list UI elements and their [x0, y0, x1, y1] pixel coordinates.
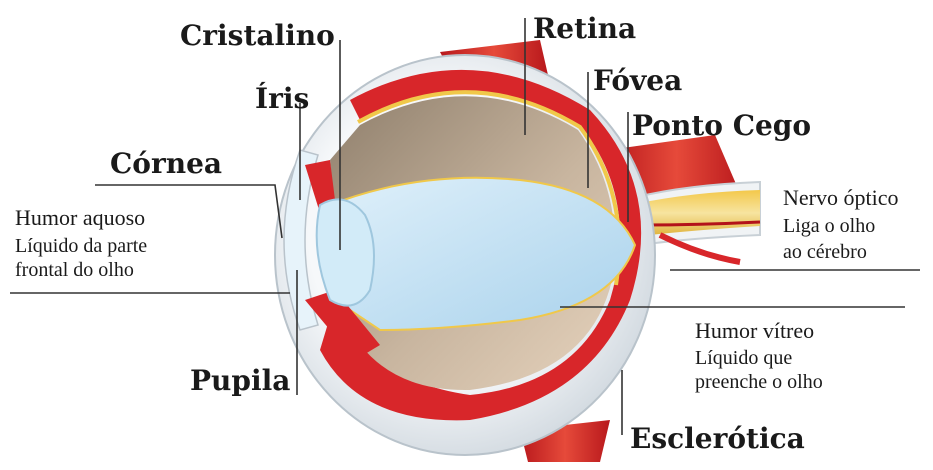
label-humor-vitreo-desc-2: preenche o olho — [695, 371, 823, 393]
label-pupila: Pupila — [190, 364, 290, 397]
label-fovea: Fóvea — [593, 64, 682, 97]
label-cornea: Córnea — [110, 147, 222, 180]
label-cristalino: Cristalino — [180, 19, 335, 52]
label-humor-vitreo: Humor vítreo — [695, 318, 814, 343]
lens — [317, 199, 374, 305]
label-humor-aquoso-desc-2: frontal do olho — [15, 259, 134, 281]
label-ponto-cego: Ponto Cego — [632, 109, 811, 142]
label-humor-aquoso-desc-1: Líquido da parte — [15, 235, 147, 257]
label-nervo-optico-desc-2: ao cérebro — [783, 241, 867, 263]
label-nervo-optico: Nervo óptico — [783, 185, 898, 210]
label-nervo-optico-desc-1: Liga o olho — [783, 215, 875, 237]
label-humor-aquoso: Humor aquoso — [15, 205, 145, 230]
label-humor-vitreo-desc-1: Líquido que — [695, 347, 792, 369]
label-esclerotica: Esclerótica — [630, 422, 805, 455]
label-iris: Íris — [255, 82, 309, 115]
label-retina: Retina — [533, 12, 636, 45]
